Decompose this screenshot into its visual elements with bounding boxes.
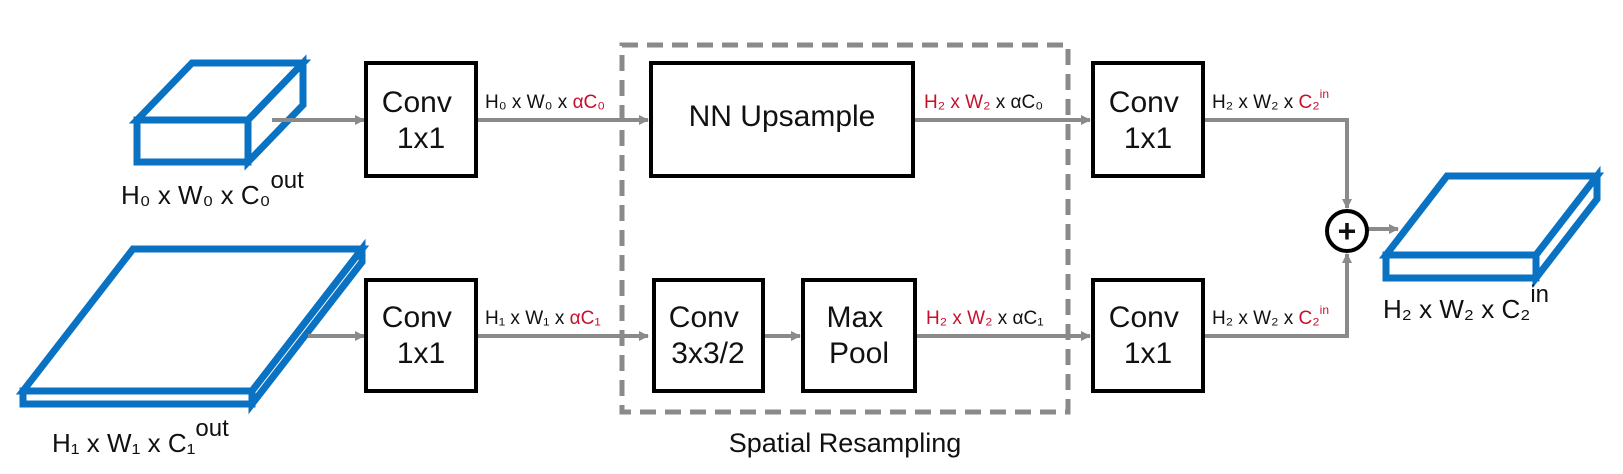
- input-tensor-0-icon: [128, 54, 312, 171]
- nn-upsample-box: [649, 61, 915, 178]
- conv-out-top-line2: 1x1: [1124, 122, 1172, 155]
- output-tensor-label: H₂ x W₂ x C₂in: [1383, 281, 1549, 324]
- conv-bottom-line2: 1x1: [397, 337, 445, 370]
- edge-label-bottom-after-pool: H₂ x W₂ x αC₁: [926, 308, 1044, 329]
- arrow-top-conv-to-sum: [1205, 118, 1352, 209]
- conv-out-bottom-line1: Conv: [1109, 301, 1179, 334]
- conv-1x1-top-box: [364, 61, 478, 178]
- svg-text:Max Pool: Max Pool: [826, 301, 891, 370]
- arrow-bottom-conv-to-sum: [1205, 253, 1352, 338]
- max-pool-box: [801, 278, 917, 393]
- nn-upsample-label: NN Upsample: [689, 100, 876, 133]
- spatial-resampling-group: [619, 42, 1071, 415]
- conv-1x1-out-top-box: [1091, 61, 1205, 178]
- edge-label-top-after-upsample: H₂ x W₂ x αC₀: [924, 92, 1043, 113]
- edge-label-bottom-after-conv-out: H₂ x W₂ x C₂in: [1212, 303, 1329, 329]
- svg-text:Conv 1x1: Conv 1x1: [1109, 301, 1187, 370]
- conv-strided-line2: 3x3/2: [671, 337, 744, 370]
- conv-bottom-line1: Conv: [382, 301, 452, 334]
- conv-top-line1: Conv: [382, 86, 452, 119]
- svg-text:Conv 3x3/2: Conv 3x3/2: [669, 301, 747, 370]
- max-pool-line2: Pool: [829, 337, 889, 370]
- spatial-resampling-label: Spatial Resampling: [729, 428, 962, 458]
- sum-node: +: [1325, 209, 1369, 253]
- conv-1x1-out-bottom-box: [1091, 278, 1205, 393]
- plus-icon: +: [1338, 213, 1357, 249]
- conv-top-line2: 1x1: [397, 122, 445, 155]
- edge-label-top-after-conv-out: H₂ x W₂ x C₂in: [1212, 87, 1329, 113]
- input-tensor-0-label: H₀ x W₀ x C₀out: [121, 167, 304, 210]
- svg-text:Conv 1x1: Conv 1x1: [1109, 86, 1187, 155]
- svg-text:Conv 1x1: Conv 1x1: [382, 86, 460, 155]
- input-tensor-1-label: H₁ x W₁ x C₁out: [52, 415, 229, 458]
- output-tensor-icon: [1378, 165, 1605, 289]
- conv-strided-line1: Conv: [669, 301, 739, 334]
- max-pool-line1: Max: [826, 301, 883, 334]
- edge-label-bottom-after-conv: H₁ x W₁ x αC₁: [485, 308, 601, 329]
- conv-1x1-bottom-box: [364, 278, 478, 393]
- svg-text:Conv 1x1: Conv 1x1: [382, 301, 460, 370]
- conv-out-bottom-line2: 1x1: [1124, 337, 1172, 370]
- input-tensor-1-icon: [15, 238, 370, 415]
- conv-out-top-line1: Conv: [1109, 86, 1179, 119]
- edge-label-top-after-conv: H₀ x W₀ x αC₀: [485, 92, 605, 113]
- conv-3x3-stride2-box: [652, 278, 765, 393]
